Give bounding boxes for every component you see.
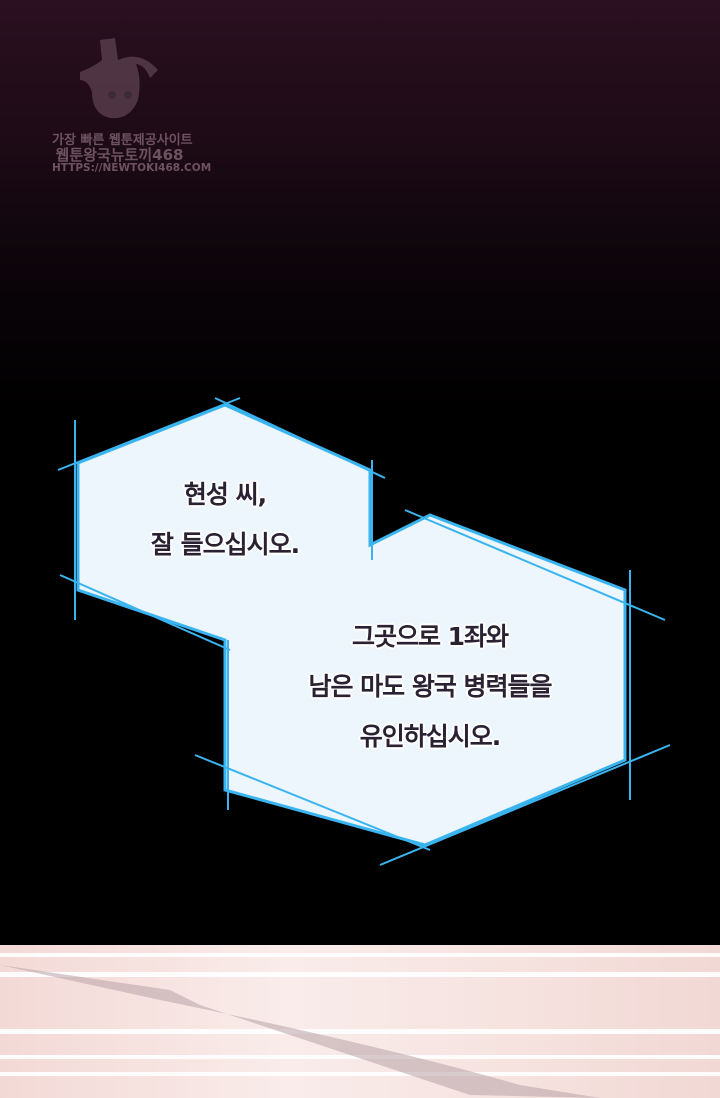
watermark-url: HTTPS://NEWTOKI468.COM xyxy=(52,162,212,175)
dialogue-line: 유인하십시오. xyxy=(359,722,502,751)
watermark-line1: 가장 빠른 웹툰제공사이트 xyxy=(52,133,193,148)
dialogue-line: 잘 들으십시오. xyxy=(150,530,300,559)
next-panel-background xyxy=(0,945,720,1098)
motion-streak xyxy=(0,965,600,1098)
dialogue-left: 현성 씨, 잘 들으십시오. xyxy=(125,470,325,570)
dialogue-right: 그곳으로 1좌와 남은 마도 왕국 병력들을 유인하십시오. xyxy=(280,612,580,762)
watermark: 가장 빠른 웹툰제공사이트 웹툰왕국뉴토끼468 HTTPS://NEWTOKI… xyxy=(52,30,212,175)
dialogue-line: 남은 마도 왕국 병력들을 xyxy=(308,672,552,701)
watermark-line2: 웹툰왕국뉴토끼468 xyxy=(55,145,184,164)
dialogue-line: 그곳으로 1좌와 xyxy=(351,622,509,651)
dialogue-line: 현성 씨, xyxy=(183,480,267,509)
mascot-logo xyxy=(79,38,158,119)
